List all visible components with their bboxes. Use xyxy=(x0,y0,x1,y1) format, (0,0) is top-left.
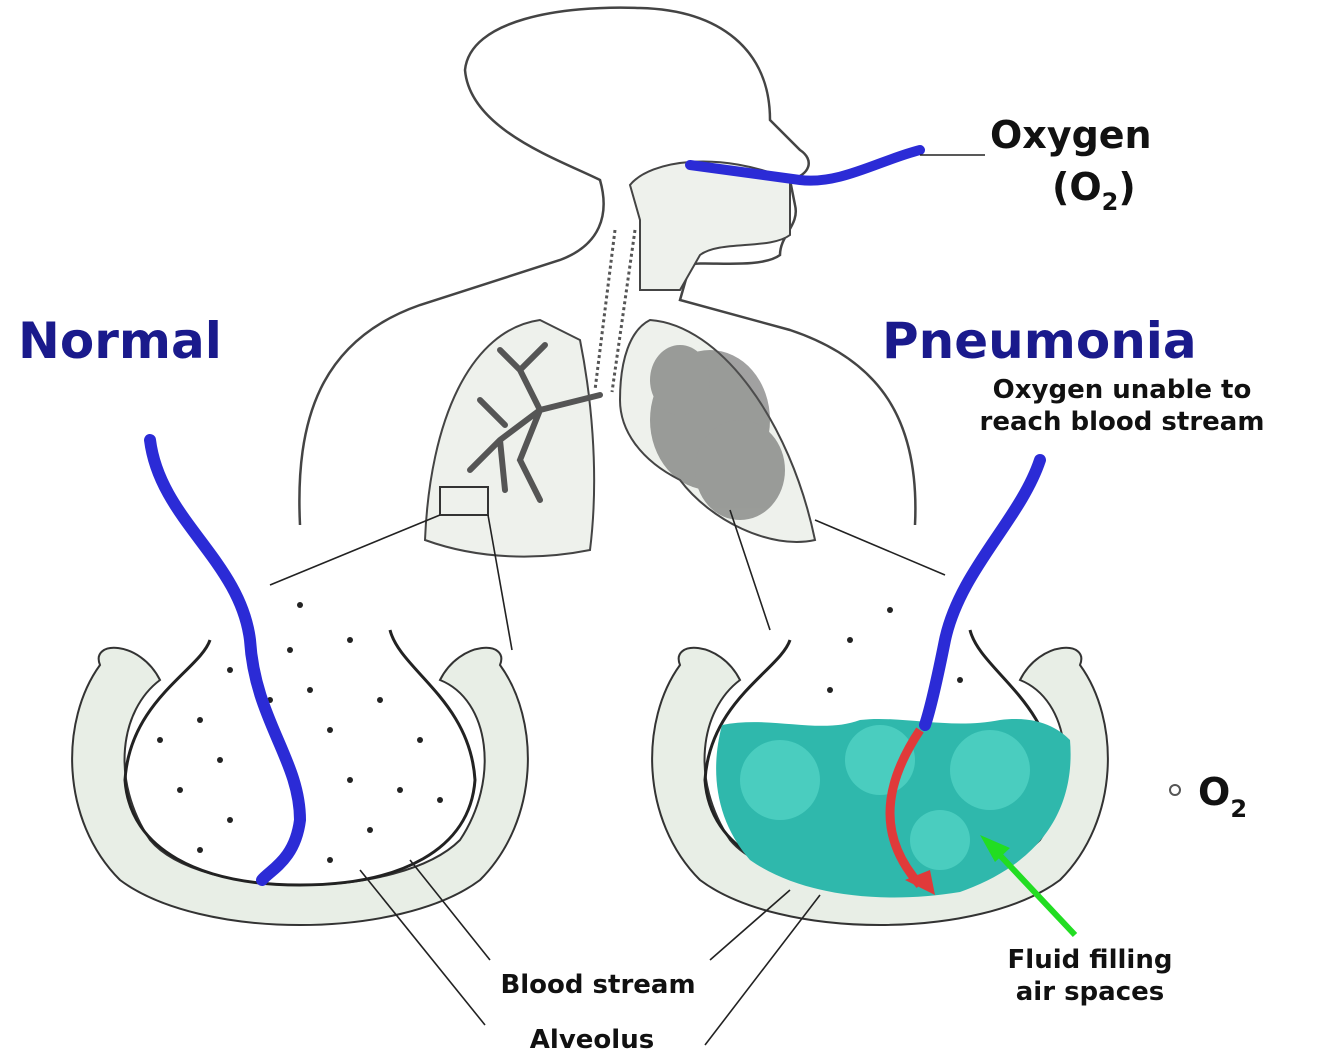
bronchi xyxy=(467,342,603,503)
oxygen-particles xyxy=(157,602,443,863)
zoom-lines xyxy=(269,509,946,651)
alveolus-label: Alveolus xyxy=(530,1025,654,1055)
oxygen-flow-normal xyxy=(144,434,307,886)
oxygen-label: Oxygen xyxy=(990,113,1152,157)
o2-legend-label: O2 xyxy=(1198,770,1247,823)
oxygen-formula: (O2) xyxy=(1052,165,1136,216)
left-lung xyxy=(423,318,596,558)
pneumonia-note-line1: Oxygen unable to xyxy=(993,375,1252,405)
body-outline xyxy=(298,6,917,526)
fluid-label-line2: air spaces xyxy=(1016,977,1164,1007)
fluid-label-line1: Fluid filling xyxy=(1008,945,1173,975)
pneumonia-alveolus xyxy=(651,454,1109,926)
infected-lung-shading xyxy=(650,345,785,520)
normal-heading: Normal xyxy=(18,312,222,370)
alveolus-zoom-box xyxy=(439,486,489,516)
blocked-oxygen-flow xyxy=(885,727,924,888)
pneumonia-heading: Pneumonia xyxy=(882,312,1197,370)
o2-legend-dot xyxy=(1169,784,1181,796)
pneumonia-note-line2: reach blood stream xyxy=(980,407,1265,437)
trachea xyxy=(593,229,637,393)
oxygen-flow-pneumonia xyxy=(919,454,1046,731)
normal-alveolus xyxy=(71,434,529,926)
fluid-pointer-arrow xyxy=(992,847,1078,938)
blood-stream-label: Blood stream xyxy=(500,970,695,1000)
oxygen-inflow-stream xyxy=(685,145,925,186)
label-leader-lines xyxy=(359,859,821,1046)
